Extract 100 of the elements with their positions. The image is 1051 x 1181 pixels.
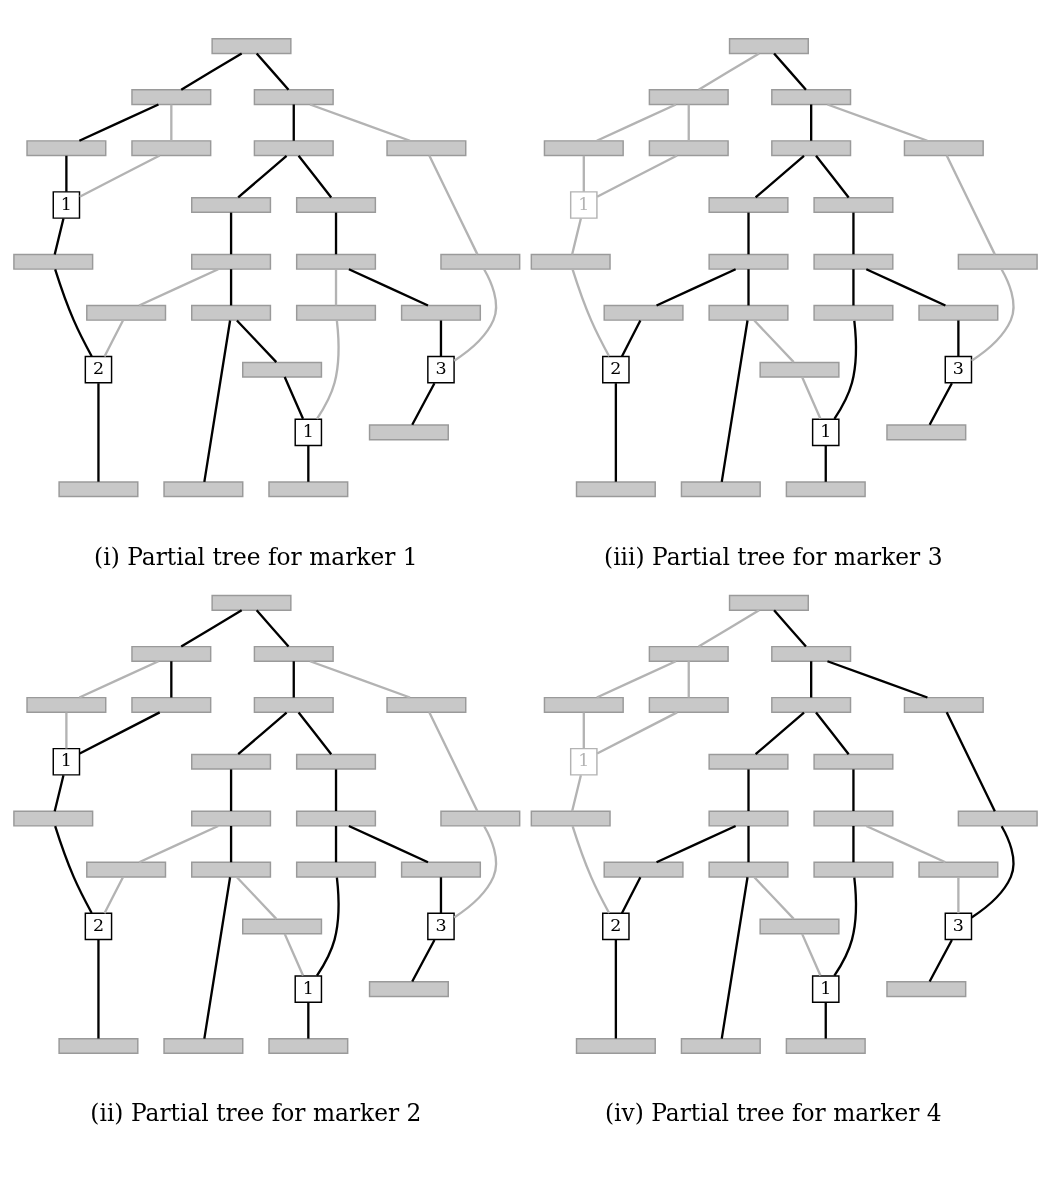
node-bar (191, 810, 272, 827)
connector (747, 769, 750, 812)
node-bar (708, 304, 789, 321)
node-bar (813, 253, 894, 270)
connector (103, 319, 124, 357)
node-bar (708, 810, 789, 827)
node-box: 1 (294, 418, 323, 447)
connector (571, 774, 583, 812)
connector (54, 269, 93, 357)
connector (292, 661, 295, 698)
connector (334, 269, 338, 306)
node-box: 1 (52, 191, 81, 219)
connector (810, 661, 813, 698)
connector (801, 933, 822, 977)
node-bar (440, 810, 521, 827)
connector (316, 877, 340, 977)
connector (97, 939, 100, 1039)
node-bar (708, 253, 789, 270)
connector (596, 660, 677, 699)
connector (596, 103, 677, 142)
node-bar (253, 89, 334, 106)
node-box: 1 (569, 747, 598, 776)
node-box: 2 (84, 912, 113, 941)
node-bar (26, 140, 107, 157)
connector (928, 939, 953, 982)
node-bar (918, 304, 999, 321)
connector (283, 933, 305, 977)
connector (582, 712, 585, 749)
node-bar (400, 304, 482, 321)
node-bar (386, 696, 467, 713)
connector (79, 711, 161, 755)
node-bar (131, 696, 212, 713)
connector (801, 376, 822, 420)
node-bar (530, 810, 611, 827)
connector (698, 609, 760, 648)
connector (180, 52, 243, 91)
connector (687, 104, 690, 141)
node-bar (268, 1037, 349, 1054)
connector (236, 319, 278, 363)
node-bar (603, 861, 684, 878)
connector (307, 1002, 310, 1039)
node-bar (759, 918, 840, 935)
connector (754, 154, 805, 199)
label: (iv) Partial tree for marker 4 (604, 1099, 942, 1127)
connector (180, 609, 243, 648)
node-bar (785, 1037, 866, 1054)
connector (656, 824, 737, 864)
connector (348, 268, 429, 307)
node-box: 1 (811, 975, 840, 1003)
connector (411, 939, 436, 982)
label: (iii) Partial tree for marker 3 (604, 542, 943, 570)
connector (237, 711, 288, 756)
node-bar (957, 810, 1038, 827)
connector (824, 445, 827, 482)
connector (453, 268, 498, 362)
connector (65, 155, 68, 192)
node-bar (191, 304, 272, 321)
label: (ii) Partial tree for marker 2 (90, 1099, 422, 1127)
node-bar (253, 140, 334, 157)
node-bar (253, 696, 334, 713)
node-bar (680, 1037, 761, 1054)
connector (824, 1002, 827, 1039)
node-bar (131, 140, 212, 157)
node-bar (295, 304, 377, 321)
node-bar (131, 89, 212, 106)
node-bar (708, 753, 789, 770)
connector (852, 769, 855, 812)
node-bar (400, 861, 482, 878)
connector (292, 104, 295, 141)
node-bar (191, 861, 272, 878)
node-bar (813, 810, 894, 827)
node-bar (368, 981, 449, 998)
connector (309, 103, 411, 142)
node-bar (13, 810, 94, 827)
connector (571, 825, 611, 914)
node-bar (58, 481, 139, 498)
node-bar (771, 140, 852, 157)
connector (753, 319, 795, 363)
node-bar (575, 1037, 656, 1054)
connector (852, 269, 855, 306)
node-bar (886, 424, 967, 441)
connector (255, 52, 290, 91)
node-bar (191, 196, 272, 213)
connector (229, 269, 233, 306)
connector (614, 939, 618, 1039)
connector (827, 660, 928, 699)
connector (865, 824, 946, 864)
node-bar (58, 1037, 139, 1054)
connector (810, 104, 813, 141)
connector (428, 711, 479, 812)
connector (203, 877, 232, 1039)
connector (747, 212, 750, 255)
node-bar (648, 645, 729, 662)
connector (229, 825, 233, 863)
connector (170, 104, 173, 141)
node-bar (242, 918, 323, 935)
node-bar (386, 140, 467, 157)
connector (54, 825, 93, 914)
node-bar (295, 861, 377, 878)
node-bar (575, 481, 656, 498)
